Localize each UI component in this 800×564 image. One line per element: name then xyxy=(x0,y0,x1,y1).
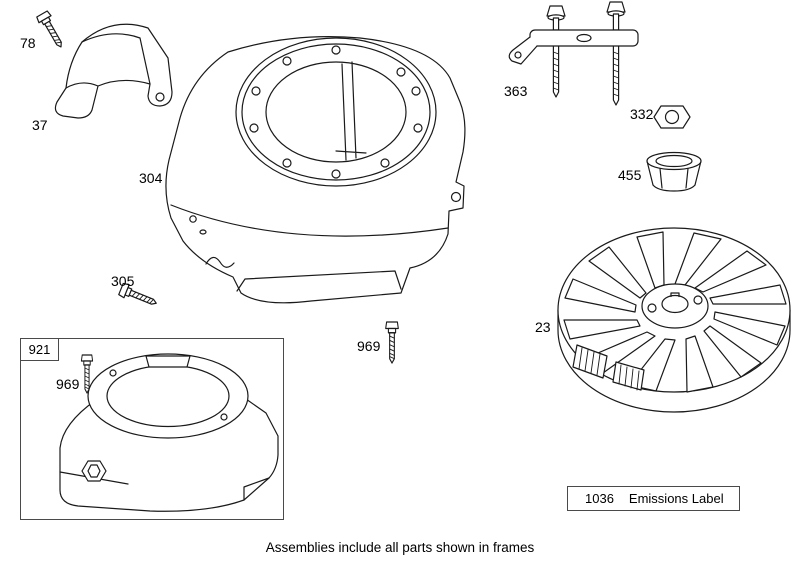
emissions-label-frame: 1036 Emissions Label xyxy=(567,486,740,511)
frame-921-number: 921 xyxy=(21,339,59,361)
frame-1036-label: Emissions Label xyxy=(628,491,724,506)
frame-1036-number: 1036 xyxy=(585,491,614,506)
screw-969-icon xyxy=(385,321,399,364)
cup-455-icon xyxy=(646,151,702,192)
part-label-78: 78 xyxy=(20,35,36,51)
part-label-304: 304 xyxy=(139,170,163,186)
part-label-363: 363 xyxy=(504,83,528,99)
part-label-305: 305 xyxy=(111,273,135,289)
part-label-332: 332 xyxy=(630,106,654,122)
part-label-969: 969 xyxy=(357,338,381,354)
assembly-frame-921: 921 xyxy=(20,338,284,520)
debris-guard-37-icon xyxy=(54,23,173,119)
part-label-23: 23 xyxy=(535,319,551,335)
part-label-455: 455 xyxy=(618,167,642,183)
part-label-969-frame: 969 xyxy=(56,376,80,392)
screw-78-icon xyxy=(35,9,68,52)
nut-332-icon xyxy=(653,105,691,129)
blower-housing-304-icon xyxy=(165,36,466,304)
part-label-37: 37 xyxy=(32,117,48,133)
flywheel-puller-363-icon xyxy=(508,1,639,106)
diagram-caption: Assemblies include all parts shown in fr… xyxy=(265,540,535,555)
flywheel-fan-23-icon xyxy=(557,227,791,413)
housing-921-icon xyxy=(59,353,279,512)
